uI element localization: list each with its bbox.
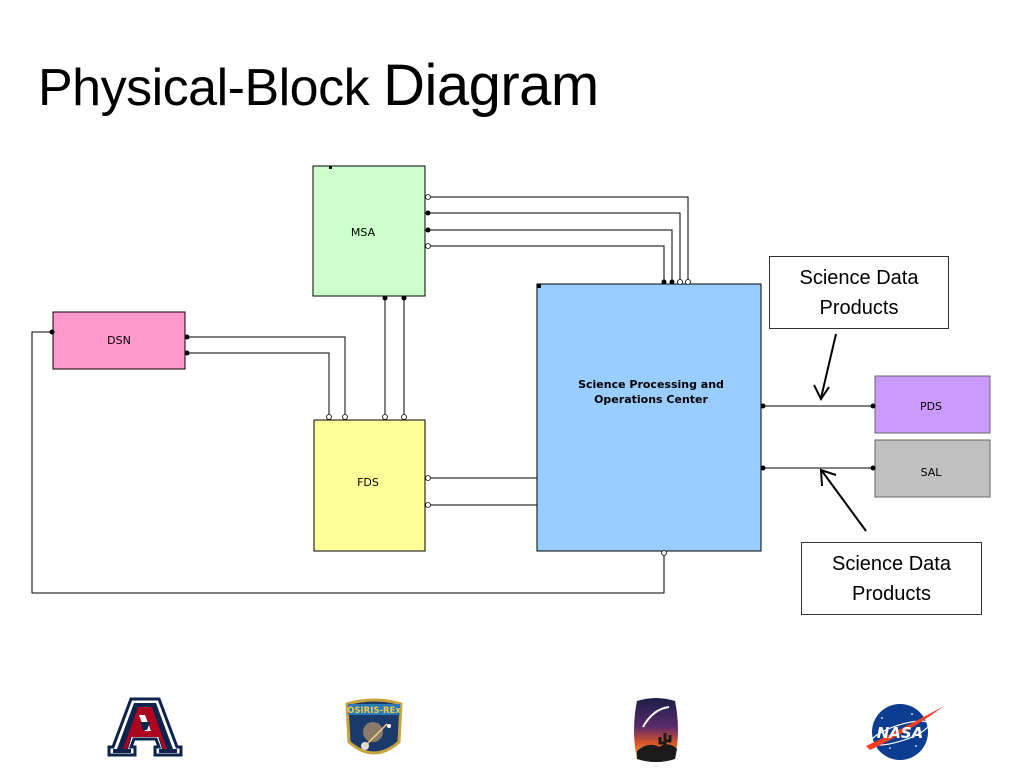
port-dot [401, 295, 407, 301]
osiris-rex-mission-patch: OSIRIS-REx [345, 698, 403, 755]
msa-block [312, 165, 426, 297]
port-circle [425, 194, 431, 200]
port-dot [870, 403, 876, 409]
port-circle [382, 414, 388, 420]
callout-arrows [813, 333, 867, 532]
line-msa-spoc-1 [428, 196, 689, 282]
title-part-1: Physical-Block [38, 59, 370, 117]
port-circle [326, 414, 332, 420]
port-dot [425, 227, 431, 233]
line-msa-spoc-4 [428, 245, 665, 282]
msa-label: MSA [351, 226, 376, 239]
line-dsn-fds-2 [187, 352, 330, 416]
line-dsn-spoc-loop [31, 331, 665, 594]
corner-marker [537, 284, 541, 288]
spoc-label-line-2: Operations Center [594, 393, 708, 406]
arrow-top [820, 333, 837, 399]
line-msa-spoc-3 [428, 229, 673, 282]
nasa-meatball-logo: NASA [866, 704, 944, 760]
port-circle [661, 550, 667, 556]
arrow-top-head [813, 384, 830, 401]
port-dot [870, 465, 876, 471]
page-title: Physical-Block Diagram [38, 52, 599, 119]
port-circle [425, 502, 431, 508]
callout-bottom-line-1: Science Data [832, 553, 951, 575]
arrow-bottom-head [819, 468, 837, 487]
line-msa-spoc-2 [428, 212, 681, 282]
corner-marker [329, 166, 332, 169]
port-dot [425, 210, 431, 216]
arrow-bottom [821, 470, 867, 532]
line-dsn-fds-1 [187, 336, 346, 416]
patch-text: OSIRIS-REx [347, 706, 401, 716]
port-circle [425, 243, 431, 249]
port-dot [661, 279, 667, 285]
filled-ports [49, 166, 876, 471]
port-dot [184, 334, 190, 340]
fds-block [313, 419, 426, 552]
dsn-label: DSN [107, 334, 131, 347]
spoc-block [536, 283, 762, 552]
dsn-block [52, 311, 186, 370]
pds-block [874, 375, 991, 434]
fds-label: FDS [357, 476, 379, 489]
sal-block [874, 439, 991, 498]
port-dot [49, 329, 55, 335]
port-circle [677, 279, 683, 285]
hollow-ports [326, 194, 691, 556]
callout-top-line-2: Products [819, 297, 899, 319]
desert-cactus-logo [634, 698, 678, 762]
callout-science-data-bottom: Science Data Products [801, 542, 982, 615]
port-circle [342, 414, 348, 420]
university-of-arizona-logo [107, 697, 183, 757]
port-dot [760, 403, 766, 409]
port-dot [760, 465, 766, 471]
port-dot [669, 279, 675, 285]
pds-label: PDS [920, 400, 942, 413]
connector-lines [31, 196, 873, 594]
callout-bottom-line-2: Products [852, 583, 931, 605]
spoc-label-line-1: Science Processing and [578, 378, 724, 391]
port-dot [184, 350, 190, 356]
title-part-2: Diagram [383, 53, 599, 118]
nasa-text: NASA [877, 724, 924, 742]
callout-top-line-1: Science Data [799, 267, 919, 289]
callout-science-data-top: Science Data Products [769, 256, 949, 329]
port-circle [401, 414, 407, 420]
sal-label: SAL [921, 466, 943, 479]
port-circle [425, 475, 431, 481]
port-dot [382, 295, 388, 301]
port-circle [685, 279, 691, 285]
